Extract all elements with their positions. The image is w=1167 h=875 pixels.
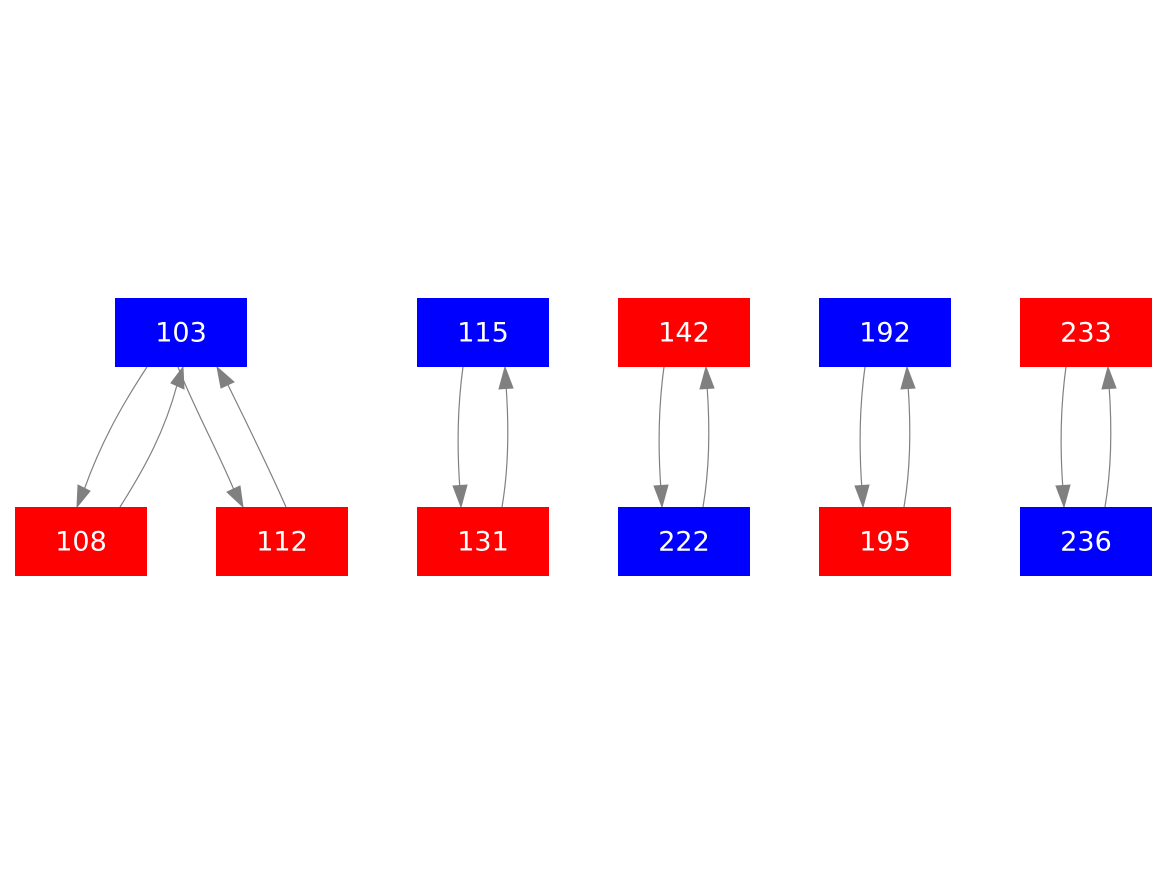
edge-142-to-222 [658,366,665,491]
node-108-label: 108 [55,527,107,558]
node-115: 115 [417,298,549,367]
node-233-box [1020,298,1152,367]
edge-192-to-195 [859,366,866,491]
node-222-box [618,507,750,576]
node-236-box [1020,507,1152,576]
edge-236-to-233 [1104,384,1112,508]
node-103: 103 [115,298,247,367]
node-131-box [417,507,549,576]
node-103-label: 103 [155,318,207,349]
arrowhead-103-to-112 [226,485,244,509]
edge-103-to-108 [83,366,148,491]
node-112-label: 112 [256,527,308,558]
node-108: 108 [15,507,147,576]
edge-115-to-131 [457,366,464,491]
node-131-label: 131 [457,527,509,558]
arrowhead-222-to-142 [699,365,715,390]
node-195: 195 [819,507,951,576]
node-222-label: 222 [658,527,710,558]
node-112: 112 [216,507,348,576]
node-142-label: 142 [658,318,710,349]
node-115-box [417,298,549,367]
node-233: 233 [1020,298,1152,367]
node-115-label: 115 [457,318,509,349]
node-236-label: 236 [1060,527,1112,558]
arrowhead-115-to-131 [452,484,468,509]
node-192-label: 192 [859,318,911,349]
arrowhead-103-to-108 [76,484,91,509]
edge-108-to-103 [119,384,178,508]
edge-112-to-103 [227,384,287,508]
node-112-box [216,507,348,576]
arrowhead-112-to-103 [216,365,235,389]
nodes-layer: 103 108 112 115 131 142 222 [15,298,1152,576]
node-195-label: 195 [859,527,911,558]
node-222: 222 [618,507,750,576]
arrowhead-233-to-236 [1055,484,1071,509]
node-142-box [618,298,750,367]
node-192-box [819,298,951,367]
edge-233-to-236 [1060,366,1067,491]
edge-103-to-112 [177,366,235,491]
node-195-box [819,507,951,576]
node-233-label: 233 [1060,318,1112,349]
edge-195-to-192 [903,384,911,508]
arrowhead-236-to-233 [1101,365,1117,390]
node-142: 142 [618,298,750,367]
edges-layer [76,365,1117,509]
arrowhead-192-to-195 [854,484,870,509]
node-131: 131 [417,507,549,576]
node-192: 192 [819,298,951,367]
node-108-box [15,507,147,576]
node-103-box [115,298,247,367]
node-236: 236 [1020,507,1152,576]
arrowhead-131-to-115 [498,365,514,390]
arrowhead-142-to-222 [653,484,669,509]
edge-222-to-142 [702,384,710,508]
edge-131-to-115 [501,384,509,508]
arrowhead-195-to-192 [900,365,916,390]
